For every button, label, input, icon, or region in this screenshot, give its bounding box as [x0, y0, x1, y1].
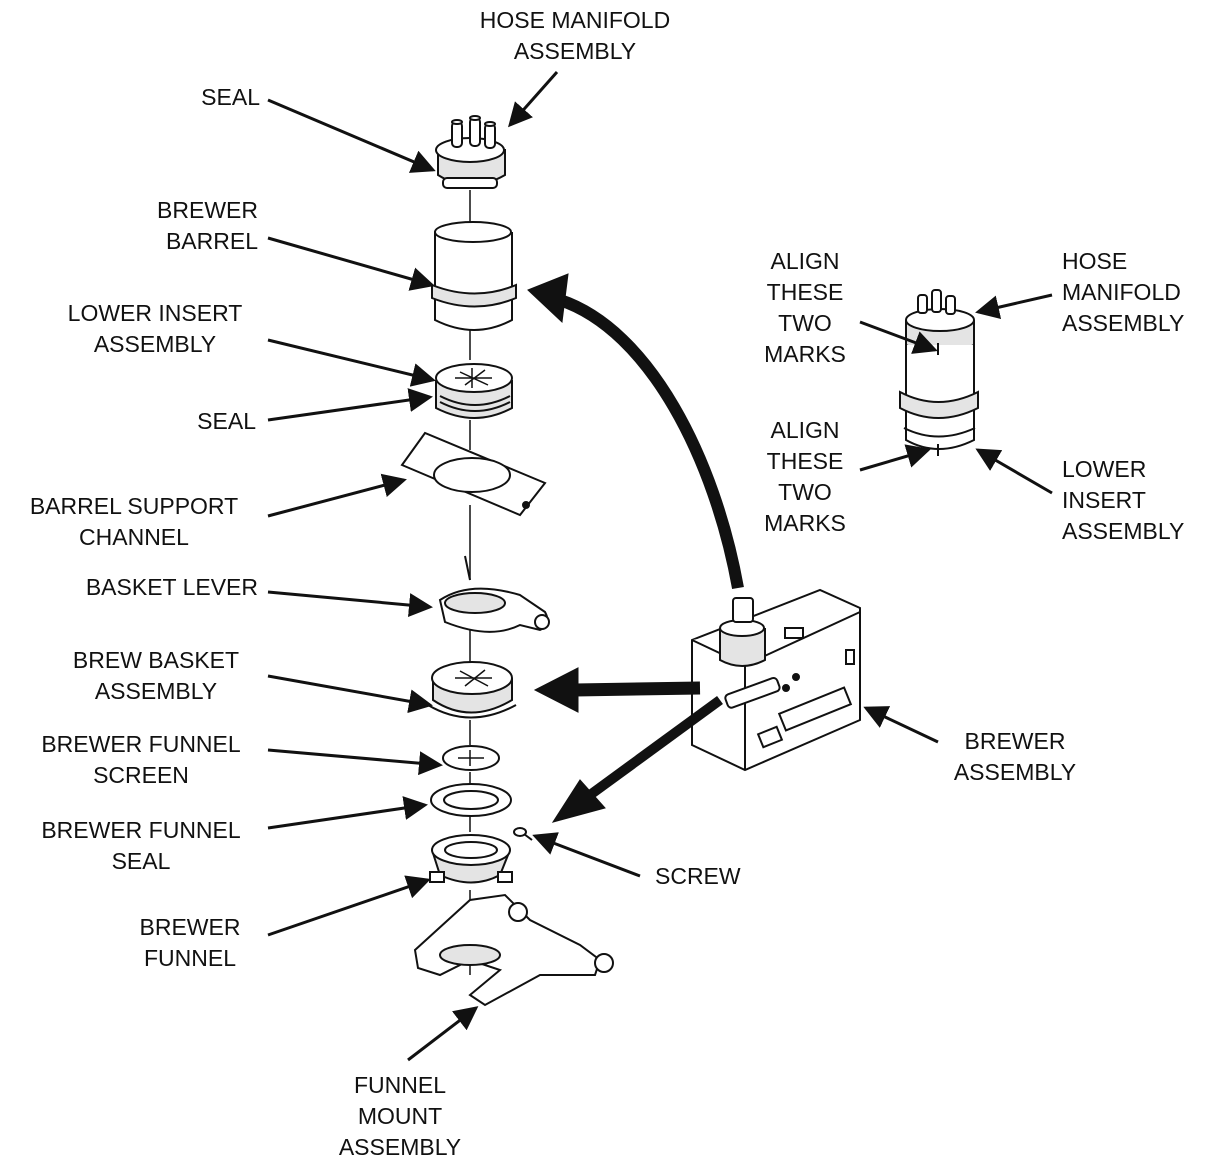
barrel-support-channel-part	[400, 431, 547, 517]
label-barrel-support-channel: BARREL SUPPORT CHANNEL	[5, 491, 263, 553]
label-line: LOWER INSERT	[67, 300, 243, 326]
label-line: SEAL	[201, 84, 260, 110]
label-line: ASSEMBLY	[338, 1134, 462, 1160]
label-line: ASSEMBLY	[93, 331, 217, 357]
label-brewer-funnel: BREWER FUNNEL	[115, 912, 265, 974]
screw-part	[513, 827, 533, 841]
hose-manifold-part	[435, 115, 506, 189]
label-line: INSERT	[1062, 487, 1146, 513]
label-line: ALIGN	[770, 417, 840, 443]
label-hose-manifold-assembly-right: HOSE MANIFOLD ASSEMBLY	[1062, 246, 1212, 339]
label-brewer-funnel-seal: BREWER FUNNEL SEAL	[15, 815, 267, 877]
label-line: ASSEMBLY	[953, 759, 1077, 785]
brewer-funnel-part	[429, 834, 513, 884]
label-screw: SCREW	[655, 861, 775, 892]
label-seal-mid: SEAL	[140, 406, 256, 437]
label-line: ASSEMBLY	[1062, 518, 1185, 544]
label-line: BREWER	[139, 914, 241, 940]
funnel-mount-part	[413, 893, 614, 1007]
label-line: THESE	[766, 448, 844, 474]
funnel-seal-part	[430, 783, 512, 817]
basket-lever-part	[438, 555, 550, 633]
label-line: SCREW	[655, 863, 741, 889]
label-line: BREW BASKET	[72, 647, 240, 673]
label-align-marks-top: ALIGN THESE TWO MARKS	[745, 246, 865, 370]
label-line: TWO	[778, 479, 832, 505]
label-line: FUNNEL	[353, 1072, 446, 1098]
leader-lines	[267, 71, 1053, 1062]
label-line: MARKS	[764, 341, 846, 367]
label-funnel-mount-assembly: FUNNEL MOUNT ASSEMBLY	[320, 1070, 480, 1162]
label-align-marks-bottom: ALIGN THESE TWO MARKS	[745, 415, 865, 539]
label-line: FUNNEL	[143, 945, 236, 971]
label-line: BREWER FUNNEL	[41, 731, 241, 757]
label-line: BARREL SUPPORT	[29, 493, 239, 519]
label-line: MANIFOLD	[1062, 279, 1181, 305]
label-line: ASSEMBLY	[1062, 310, 1185, 336]
label-line: SEAL	[197, 408, 256, 434]
flow-arrows	[527, 273, 744, 823]
label-line: SEAL	[111, 848, 171, 874]
label-line: LOWER	[1062, 456, 1147, 482]
label-line: BREWER FUNNEL	[41, 817, 241, 843]
lower-insert-part	[435, 363, 513, 419]
assembled-barrel-part	[899, 289, 979, 456]
label-brew-basket-assembly: BREW BASKET ASSEMBLY	[45, 645, 267, 707]
label-lower-insert-assembly-right: LOWER INSERT ASSEMBLY	[1062, 454, 1212, 547]
label-line: SCREEN	[93, 762, 189, 788]
label-hose-manifold-assembly: HOSE MANIFOLD ASSEMBLY	[455, 5, 695, 67]
label-line: CHANNEL	[79, 524, 189, 550]
label-line: TWO	[778, 310, 832, 336]
label-line: BREWER	[964, 728, 1066, 754]
label-line: ASSEMBLY	[513, 38, 637, 64]
label-brewer-funnel-screen: BREWER FUNNEL SCREEN	[15, 729, 267, 791]
label-seal-top: SEAL	[140, 82, 260, 113]
label-line: ALIGN	[770, 248, 840, 274]
label-line: THESE	[766, 279, 844, 305]
label-line: HOSE	[1062, 248, 1128, 274]
label-brewer-assembly: BREWER ASSEMBLY	[930, 726, 1100, 788]
label-line: MOUNT	[357, 1103, 443, 1129]
label-line: HOSE MANIFOLD	[479, 7, 671, 33]
label-line: ASSEMBLY	[94, 678, 218, 704]
label-line: BASKET LEVER	[85, 574, 258, 600]
funnel-screen-part	[442, 745, 500, 771]
label-basket-lever: BASKET LEVER	[30, 572, 258, 603]
label-line: MARKS	[764, 510, 846, 536]
label-brewer-barrel: BREWER BARREL	[100, 195, 258, 257]
label-line: BARREL	[165, 228, 258, 254]
label-line: BREWER	[157, 197, 258, 223]
brewer-barrel-part	[431, 221, 517, 331]
label-lower-insert-assembly: LOWER INSERT ASSEMBLY	[40, 298, 270, 360]
brewer-assembly-part	[691, 588, 861, 772]
brew-basket-part	[427, 661, 517, 719]
